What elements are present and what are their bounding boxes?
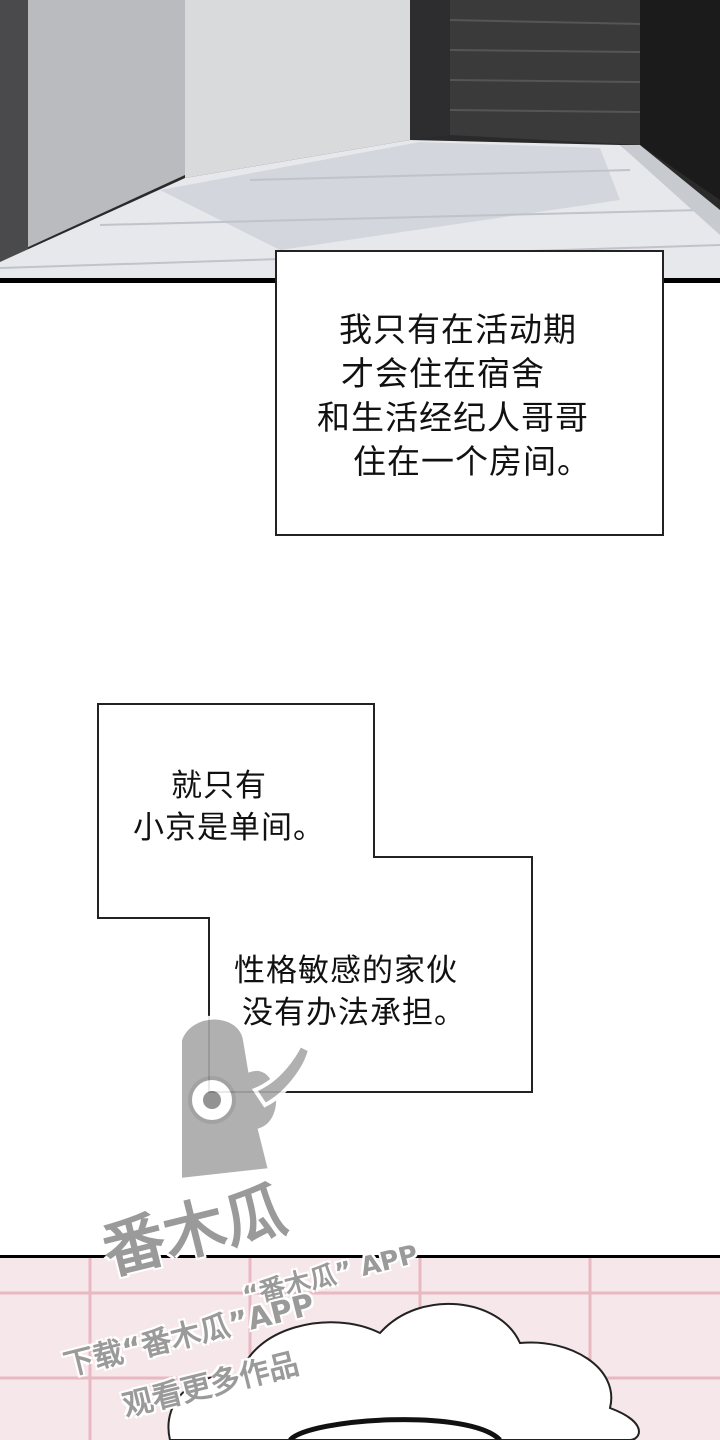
panel-divider — [0, 1255, 720, 1260]
corridor-illustration — [0, 0, 720, 282]
caption-line: 小京是单间。 — [133, 810, 325, 846]
caption-line: 就只有 — [171, 768, 267, 804]
caption-outline — [97, 703, 533, 1093]
caption-line: 没有办法承担。 — [242, 995, 466, 1031]
comic-panel-corridor — [0, 0, 720, 282]
caption-text-single-room: 就只有 小京是单间。 — [133, 765, 325, 849]
comic-panel-bathroom — [0, 1258, 720, 1440]
caption-line: 性格敏感的家伙 — [234, 953, 458, 989]
caption-text-dorm: 我只有在活动期 才会住在宿舍 和生活经纪人哥哥 住在一个房间。 — [277, 308, 666, 484]
caption-text-sensitive: 性格敏感的家伙 没有办法承担。 — [234, 950, 466, 1034]
caption-line: 我只有在活动期 — [339, 310, 577, 349]
caption-line: 才会住在宿舍 — [341, 354, 545, 393]
bathroom-illustration — [0, 1258, 720, 1440]
caption-line: 和生活经纪人哥哥 — [317, 398, 589, 437]
caption-line: 住在一个房间。 — [353, 442, 591, 481]
caption-box-single-room: 就只有 小京是单间。 性格敏感的家伙 没有办法承担。 — [97, 703, 535, 1095]
caption-box-dorm: 我只有在活动期 才会住在宿舍 和生活经纪人哥哥 住在一个房间。 — [275, 250, 664, 536]
